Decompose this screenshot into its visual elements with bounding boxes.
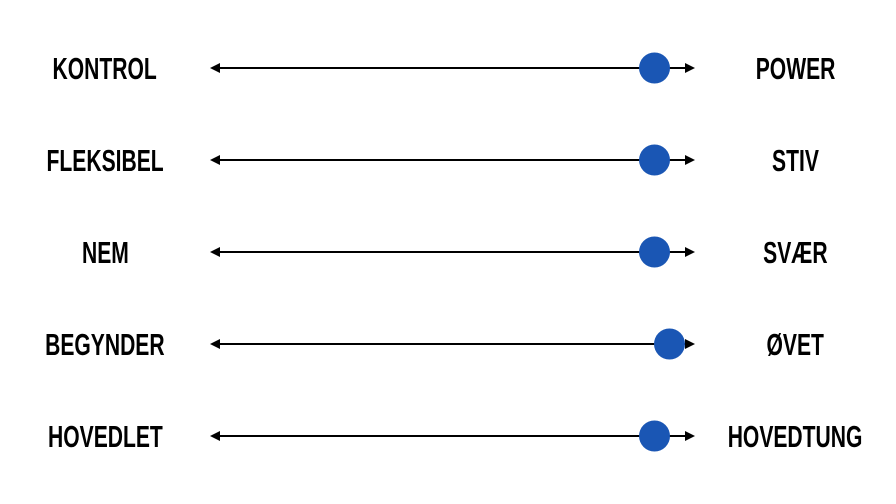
scale-left-label: BEGYNDER [45,326,165,362]
scale-left-label: NEM [81,234,129,270]
scale-right-label: HOVEDTUNG [728,418,863,454]
scale-right-label: SVÆR [763,234,828,270]
slider-dot[interactable] [653,328,685,360]
scale-row: KONTROL POWER [0,22,896,114]
slider-dot[interactable] [639,144,671,176]
scale-right-label: ØVET [766,326,825,362]
scale-row: HOVEDLET HOVEDTUNG [0,390,896,482]
scale-right-label: POWER [755,50,836,86]
scale-left-label: KONTROL [52,50,158,86]
slider-track [210,324,695,364]
double-arrow-line [219,434,686,438]
scale-row: FLEKSIBEL STIV [0,114,896,206]
scale-left-label: FLEKSIBEL [46,142,164,178]
scale-left-label: HOVEDLET [47,418,163,454]
double-arrow-line [219,342,686,346]
slider-dot[interactable] [639,420,671,452]
slider-track [210,48,695,88]
double-arrow-line [219,158,686,162]
slider-dot[interactable] [639,236,671,268]
scale-right-label: STIV [772,142,819,178]
scale-row: NEM SVÆR [0,206,896,298]
double-arrow-line [219,66,686,70]
scale-row: BEGYNDER ØVET [0,298,896,390]
slider-dot[interactable] [639,52,671,84]
slider-track [210,232,695,272]
slider-track [210,416,695,456]
slider-track [210,140,695,180]
double-arrow-line [219,250,686,254]
